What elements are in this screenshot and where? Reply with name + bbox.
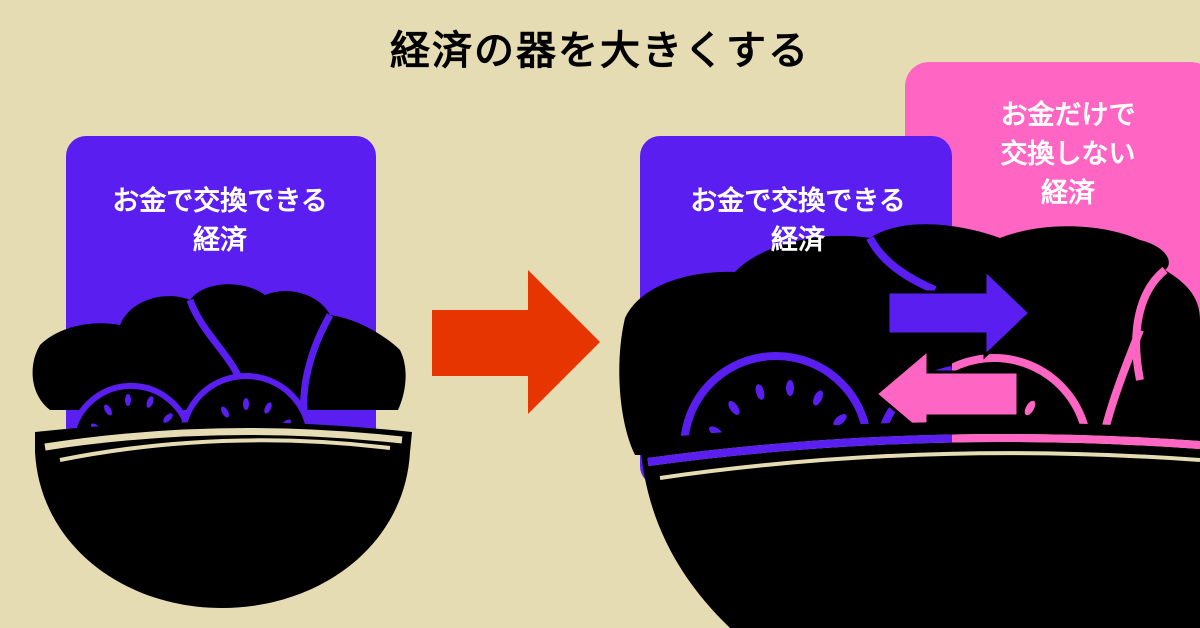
left-label-line2: 経済: [193, 225, 247, 257]
left-bowl: [35, 422, 412, 608]
right-pink-label-line2: 交換しない: [1000, 139, 1136, 171]
arrow-left-pink: [873, 346, 1020, 442]
right-purple-panel-label: お金で交換できる 経済: [648, 182, 948, 260]
right-pink-label-line3: 経済: [1041, 178, 1095, 210]
transition-arrow: [432, 270, 600, 414]
right-purple-label-line2: 経済: [771, 225, 825, 257]
right-purple-label-line1: お金で交換できる: [690, 186, 906, 217]
exchange-arrows: [873, 266, 1033, 442]
right-bowl: [640, 422, 1200, 628]
large-bowl-illustration: [619, 62, 1200, 628]
arrow-right-purple: [886, 266, 1033, 360]
small-bowl-illustration: [32, 136, 412, 608]
right-pink-label-line1: お金だけで: [1000, 100, 1136, 131]
page-title: 経済の器を大きくする: [390, 28, 810, 74]
left-panel-label: お金で交換できる 経済: [70, 182, 370, 260]
right-pink-panel-label: お金だけで 交換しない 経済: [958, 96, 1178, 213]
left-label-line1: お金で交換できる: [112, 186, 328, 217]
